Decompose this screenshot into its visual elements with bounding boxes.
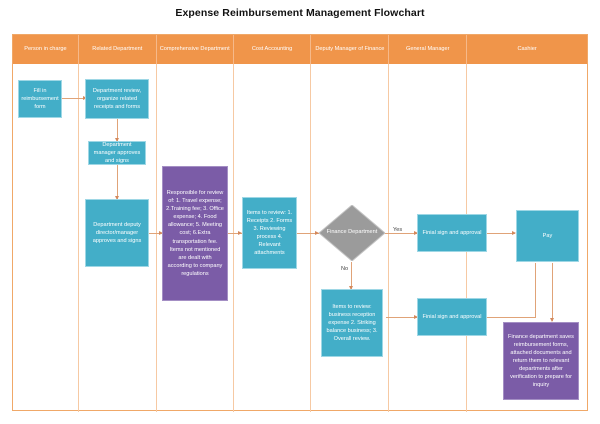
node-final-sign-approval-bottom[interactable]: Finial sign and approval [417, 298, 487, 336]
connector-decision-yes-to-final-sign-top [385, 233, 417, 234]
connector-fill-form-to-dept-review [62, 98, 85, 99]
page-title: Expense Reimbursement Management Flowcha… [175, 7, 425, 19]
connector-business-items-to-final-sign-bottom [386, 317, 417, 318]
connector-cost-items-to-decision [297, 233, 319, 234]
node-finance-department-saves[interactable]: Finance department saves reimbursement f… [503, 322, 579, 400]
connector-final-sign-bottom-up-leg [535, 263, 536, 318]
lane-header-cashier: Cashier [517, 45, 537, 52]
connector-comprehensive-to-cost-items [228, 233, 242, 234]
arrowhead-final-sign-bottom-left [414, 314, 418, 319]
lane-header-comprehensive-department: Comprehensive Department [157, 35, 234, 64]
node-department-deputy-approves[interactable]: Department deputy director/manager appro… [85, 199, 149, 267]
lane-column-related-department [79, 64, 157, 412]
connector-final-sign-bottom-right-leg [487, 317, 536, 318]
arrowhead-pay-left [512, 230, 516, 235]
lane-header-related-department: Related Department [79, 35, 157, 64]
node-final-sign-approval-top[interactable]: Finial sign and approval [417, 214, 487, 252]
decision-label: Finance Department [326, 229, 378, 236]
edge-label-yes: Yes [393, 227, 403, 233]
lane-header-person-in-charge: Person in charge [13, 35, 79, 64]
connector-dept-manager-to-dept-deputy [117, 165, 118, 199]
node-business-reception-items[interactable]: Items to review: business reception expe… [321, 289, 383, 357]
connector-pay-to-finance-saves [552, 263, 553, 321]
lane-header-cost-accounting: Cost Accounting [234, 35, 312, 64]
connector-dept-review-to-dept-manager [117, 119, 118, 141]
swimlane-diagram: Person in charge Related Department Comp… [12, 34, 588, 412]
arrowhead-dept-manager-top [114, 138, 119, 142]
lane-column-cost-accounting [234, 64, 312, 412]
arrowhead-business-items-top [348, 286, 353, 290]
arrowhead-finance-saves-top [549, 318, 554, 322]
swimlane-header-row: Person in charge Related Department Comp… [13, 35, 587, 64]
lane-column-deputy-manager-finance [311, 64, 390, 412]
lane-header-deputy-manager-finance: Deputy Manager of Finance [311, 35, 390, 64]
arrowhead-decision-left [315, 230, 319, 235]
connector-decision-no-to-business-items [351, 262, 352, 289]
arrowhead-comprehensive-left [159, 230, 163, 235]
node-finance-department-decision[interactable]: Finance Department [319, 205, 385, 261]
connector-dept-deputy-to-comprehensive [149, 233, 163, 234]
diamond-shape-icon [319, 205, 385, 261]
node-cost-accounting-items[interactable]: Items to review: 1. Receipts 2. Forms 3.… [242, 197, 297, 269]
lane-column-comprehensive-department [157, 64, 234, 412]
lane-header-general-manager: General Manager [389, 35, 468, 64]
arrowhead-cost-items-left [238, 230, 242, 235]
arrowhead-final-sign-top-left [414, 230, 418, 235]
node-fill-in-reimbursement-form[interactable]: Fill in reimbursement form [18, 80, 62, 118]
edge-label-no: No [341, 266, 349, 272]
node-department-review[interactable]: Department review, organize related rece… [85, 79, 149, 119]
node-pay[interactable]: Pay [516, 210, 579, 262]
connector-final-sign-top-to-pay [487, 233, 515, 234]
lane-column-person-in-charge [13, 64, 79, 412]
arrowhead-dept-deputy-top [114, 196, 119, 200]
node-comprehensive-review-list[interactable]: Responsible for review of: 1. Travel exp… [162, 166, 228, 301]
node-department-manager-approves[interactable]: Department manager approves and signs [88, 141, 146, 165]
